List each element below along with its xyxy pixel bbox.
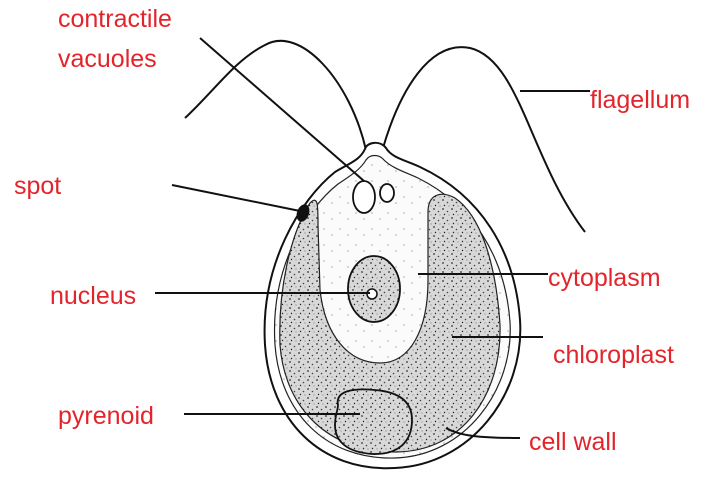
label-cell-wall: cell wall	[529, 428, 617, 456]
label-contractile-line2: vacuoles	[58, 45, 157, 73]
flagellum-left	[185, 41, 366, 150]
pyrenoid	[335, 389, 412, 454]
label-cytoplasm: cytoplasm	[548, 264, 661, 292]
label-flagellum: flagellum	[590, 86, 690, 114]
contractile-vacuole-2	[380, 184, 394, 202]
contractile-vacuole-1	[353, 181, 375, 213]
label-eyespot: spot	[14, 172, 61, 200]
label-pyrenoid: pyrenoid	[58, 402, 154, 430]
leader-eyespot	[172, 185, 300, 211]
label-contractile-line1: contractile	[58, 5, 172, 33]
label-nucleus: nucleus	[50, 282, 136, 310]
leader-contractile	[200, 38, 364, 181]
label-chloroplast: chloroplast	[553, 341, 674, 369]
